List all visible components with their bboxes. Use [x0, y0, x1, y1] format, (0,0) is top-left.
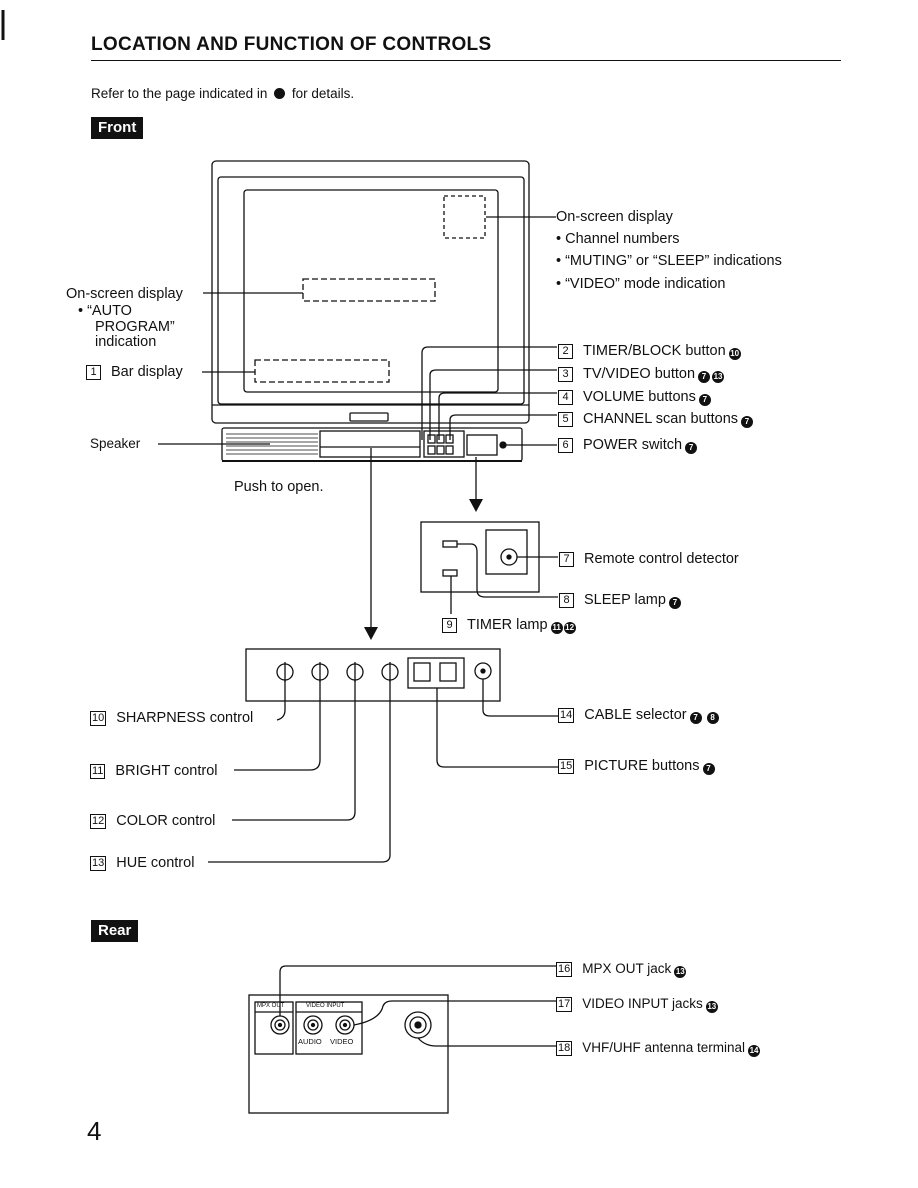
rear-mpx-text: MPX OUT: [257, 1003, 285, 1009]
page-ref-icon: 7: [668, 597, 681, 609]
page-ref-icon: 11: [550, 622, 563, 634]
color-label: 12 COLOR control: [90, 813, 215, 829]
callout-number: 13: [90, 856, 107, 871]
rear-video-input-text: VIDEO INPUT: [306, 1003, 345, 1009]
callout-number: 5: [558, 412, 573, 427]
label-text: POWER switch: [583, 437, 683, 453]
callout-number: 15: [558, 759, 575, 774]
sharpness-label: 10 SHARPNESS control: [90, 710, 253, 726]
tv-front-drawing: [211, 160, 530, 462]
label-text: Bar display: [111, 364, 183, 380]
page-ref-icon: 14: [748, 1045, 761, 1057]
label-text: TIMER lamp: [467, 617, 548, 633]
page-ref-icon: 12: [563, 622, 576, 634]
callout-number: 17: [556, 997, 573, 1012]
page-ref-icon: 7: [689, 712, 702, 724]
onscreen-right-heading: On-screen display: [556, 209, 673, 225]
callout-number: 14: [558, 708, 575, 723]
leader-lines-front: [158, 216, 557, 640]
label-text: CHANNEL scan buttons: [583, 411, 739, 427]
label-text: SLEEP lamp: [584, 592, 666, 608]
bar-display-label: 1 Bar display: [86, 364, 183, 380]
bullet-icon: [274, 88, 286, 99]
label-text: SHARPNESS control: [116, 710, 254, 726]
page-ref-icon: 13: [712, 371, 725, 383]
label-text: TIMER/BLOCK button: [583, 343, 726, 359]
title-rule: [91, 60, 841, 61]
page-ref-icon: 7: [741, 416, 754, 428]
detector-detail-drawing: [420, 521, 558, 614]
callout-number: 16: [556, 962, 573, 977]
page-ref-icon: 7: [698, 394, 711, 406]
label-text: MPX OUT jack: [582, 961, 672, 976]
bright-label: 11 BRIGHT control: [90, 763, 218, 779]
onscreen-left-line: • “AUTO: [78, 303, 132, 319]
label-text: Remote control detector: [584, 551, 739, 567]
onscreen-right-item: • Channel numbers: [556, 231, 680, 247]
rear-panel-drawing: [248, 965, 556, 1114]
page-ref-icon: 8: [706, 712, 719, 724]
rear-audio-text: AUDIO: [298, 1037, 322, 1046]
intro-before: Refer to the page indicated in: [91, 86, 268, 101]
hue-label: 13 HUE control: [90, 855, 194, 871]
push-to-open-label: Push to open.: [234, 479, 324, 495]
page-ref-icon: 13: [674, 966, 687, 978]
callout-number: 4: [558, 390, 573, 405]
onscreen-right-item: • “VIDEO” mode indication: [556, 276, 726, 292]
page-ref-icon: 7: [685, 442, 698, 454]
control-panel-drawing: [208, 648, 558, 863]
callout-number: 1: [86, 365, 101, 380]
callout-number: 12: [90, 814, 107, 829]
callout-number: 11: [90, 764, 106, 779]
callout-number: 6: [558, 438, 573, 453]
rear-video-text: VIDEO: [330, 1037, 354, 1046]
callout-number: 18: [556, 1041, 573, 1056]
intro-text: Refer to the page indicated in for detai…: [91, 86, 354, 101]
label-text: BRIGHT control: [115, 763, 218, 779]
label-text: TV/VIDEO button: [583, 366, 696, 382]
label-text: HUE control: [116, 855, 195, 871]
callout-number: 2: [558, 344, 573, 359]
onscreen-left-heading: On-screen display: [66, 286, 183, 302]
callout-number: 3: [558, 367, 573, 382]
callout-number: 10: [90, 711, 107, 726]
label-text: CABLE selector: [584, 707, 687, 723]
label-text: VIDEO INPUT jacks: [582, 996, 703, 1011]
page-ref-icon: 13: [705, 1001, 718, 1013]
detector-label: 7 Remote control detector: [559, 551, 739, 567]
page-ref-icon: 7: [702, 763, 715, 775]
label-text: COLOR control: [116, 813, 216, 829]
page-ref-icon: 10: [728, 348, 741, 360]
label-text: VOLUME buttons: [583, 389, 696, 405]
label-text: PICTURE buttons: [584, 758, 700, 774]
onscreen-right-item: • “MUTING” or “SLEEP” indications: [556, 253, 782, 269]
front-badge: Front: [91, 117, 144, 139]
intro-after: for details.: [291, 86, 355, 101]
label-text: VHF/UHF antenna terminal: [582, 1040, 746, 1055]
speaker-label: Speaker: [90, 436, 141, 451]
page-number: 4: [87, 1116, 102, 1146]
rear-badge: Rear: [91, 920, 139, 942]
callout-number: 8: [559, 593, 574, 608]
callout-number: 7: [559, 552, 574, 567]
callout-number: 9: [442, 618, 457, 633]
page-title: LOCATION AND FUNCTION OF CONTROLS: [91, 34, 492, 55]
onscreen-left-line: PROGRAM”: [95, 319, 175, 335]
onscreen-left-line: indication: [95, 334, 157, 350]
page-ref-icon: 7: [698, 371, 711, 383]
